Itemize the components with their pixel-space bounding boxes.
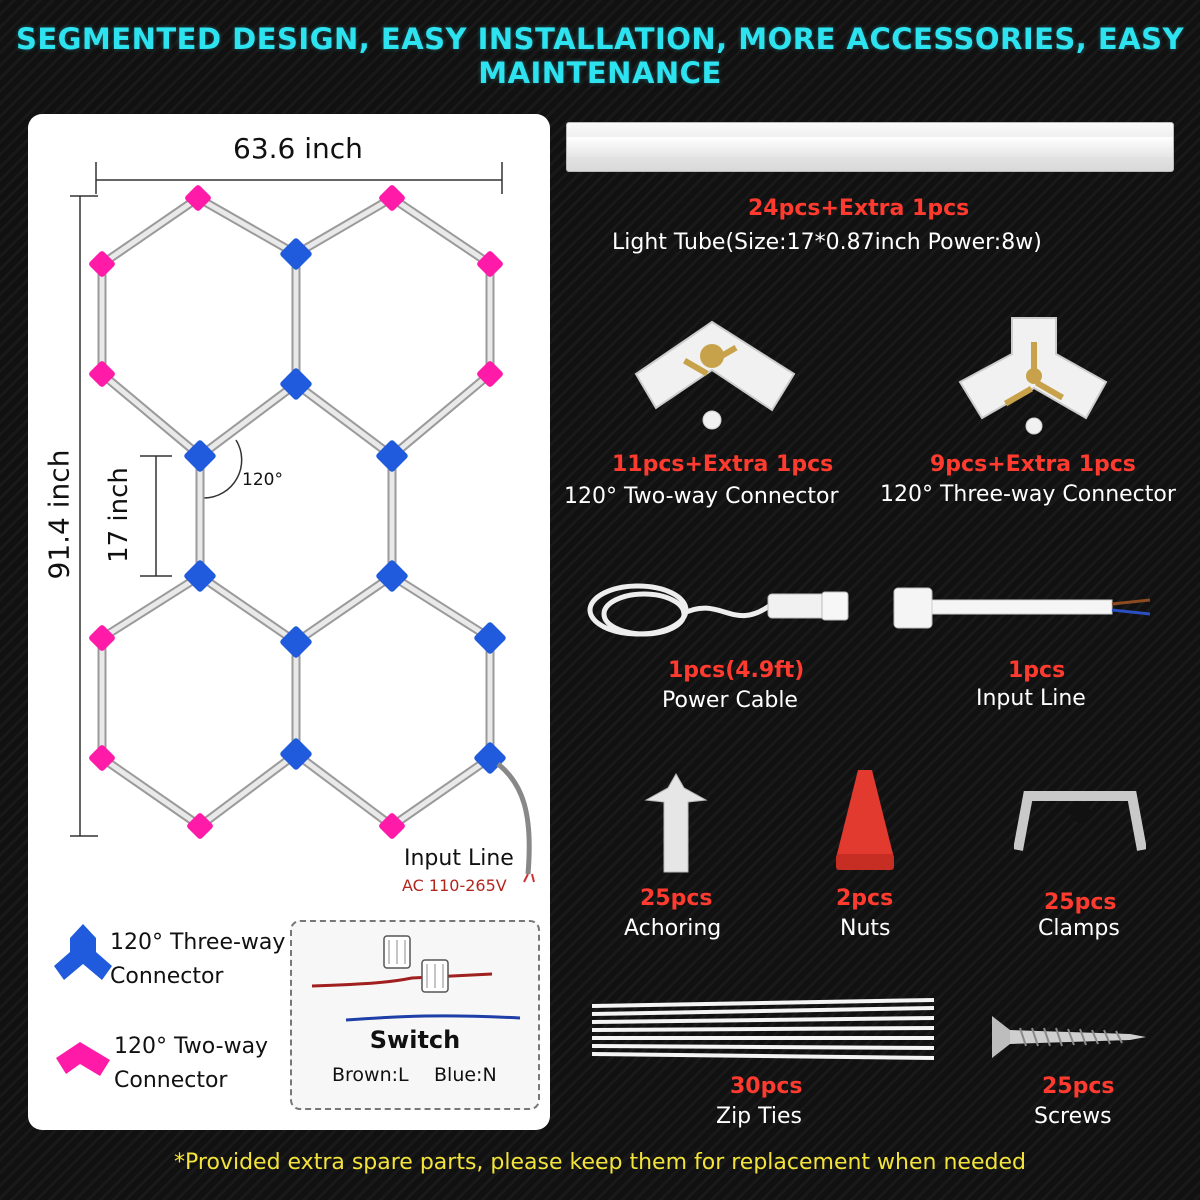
two-way-connector-icon [185,185,211,211]
three-way-connector-icon [280,238,312,270]
light-tube [293,751,395,829]
anchoring-count: 25pcs [640,886,713,911]
nuts-count: 2pcs [836,886,894,911]
width-label: 63.6 inch [233,132,363,165]
two-way-connector-icon [477,251,503,277]
light-tube [195,195,299,257]
zip-ties-image [591,998,935,1060]
light-tube [197,573,299,645]
two-way-connector-icon [477,361,503,387]
two-way-count: 11pcs+Extra 1pcs [612,452,834,477]
two-way-connector-icon [379,813,405,839]
three-way-connector-image [958,317,1108,435]
three-way-connector-icon [376,440,408,472]
switch-blue-label: Blue:N [434,1064,497,1086]
clamps-count: 25pcs [1044,890,1117,915]
screws-count: 25pcs [1042,1074,1115,1099]
layout-diagram-panel: 63.6 inch 91.4 inch 17 inch 120° Input L… [28,114,550,1130]
light-tube [99,573,203,641]
tube-description: Light Tube(Size:17*0.87inch Power:8w) [612,230,1042,255]
switch-title: Switch [369,1026,461,1054]
input-line-count: 1pcs [1008,658,1066,683]
light-tube [293,195,395,257]
three-way-count: 9pcs+Extra 1pcs [930,452,1136,477]
anchoring-image [644,772,708,873]
two-way-connector-icon [89,745,115,771]
anchoring-name: Achoring [624,916,722,941]
two-way-connector-icon [89,361,115,387]
two-way-name: 120° Two-way Connector [564,484,839,509]
dimension-lines [70,162,503,837]
light-tube [293,573,395,645]
three-way-connector-icon [184,560,216,592]
two-way-connector-icon [89,625,115,651]
switch-brown-label: Brown:L [332,1064,409,1086]
three-way-connector-icon [184,440,216,472]
three-way-name: 120° Three-way Connector [880,482,1176,507]
power-cable-name: Power Cable [662,688,798,713]
input-line-image [893,587,1151,629]
light-tube [99,371,203,459]
light-tube [99,755,203,829]
light-tube [389,755,493,829]
three-way-connector-icon [376,560,408,592]
light-tube [197,751,299,829]
footer-note: *Provided extra spare parts, please keep… [174,1150,1026,1175]
light-tube [389,573,493,641]
three-way-connector-icon [280,368,312,400]
light-tube [293,381,395,459]
nut-image [836,770,894,870]
input-line-name: Input Line [976,686,1086,711]
tube-count: 24pcs+Extra 1pcs [748,196,970,221]
three-way-connector-icon [280,738,312,770]
input-voltage-label: AC 110-265V [402,876,507,895]
two-way-connector-icon [56,1042,110,1076]
power-cable-count: 1pcs(4.9ft) [668,658,805,683]
light-tube-image [566,122,1174,172]
light-tubes [97,193,495,831]
wire-nut-diagram [311,935,521,1022]
three-way-connector-icon [474,622,506,654]
screws-name: Screws [1034,1104,1112,1129]
two-way-connector-icon [379,185,405,211]
three-way-connector-icon [280,626,312,658]
clamps-name: Clamps [1038,916,1120,941]
switch-wiring-box: Switch Brown:L Blue:N [290,920,540,1110]
angle-label: 120° [242,470,283,490]
zip-ties-name: Zip Ties [716,1104,803,1129]
light-tube [197,381,299,459]
light-tube [99,195,201,267]
light-tube [389,371,493,459]
connectors [89,185,506,839]
legend-three-way: 120° Three-way Connector [110,930,286,989]
clamp-image [1014,791,1146,851]
headline: SEGMENTED DESIGN, EASY INSTALLATION, MOR… [15,22,1185,90]
height-label: 91.4 inch [42,449,76,580]
two-way-connector-image [634,320,796,430]
zip-ties-count: 30pcs [730,1074,803,1099]
segment-label: 17 inch [104,467,134,563]
power-cable-image [587,583,849,637]
screw-image [992,1016,1146,1058]
legend-two-way: 120° Two-way Connector [114,1034,269,1093]
three-way-connector-icon [54,924,112,980]
two-way-connector-icon [89,251,115,277]
input-line-label: Input Line [404,846,514,871]
input-wire [496,762,532,875]
two-way-connector-icon [187,813,213,839]
hexagon-diagram [70,162,535,883]
light-tube [389,195,493,267]
nuts-name: Nuts [840,916,891,941]
